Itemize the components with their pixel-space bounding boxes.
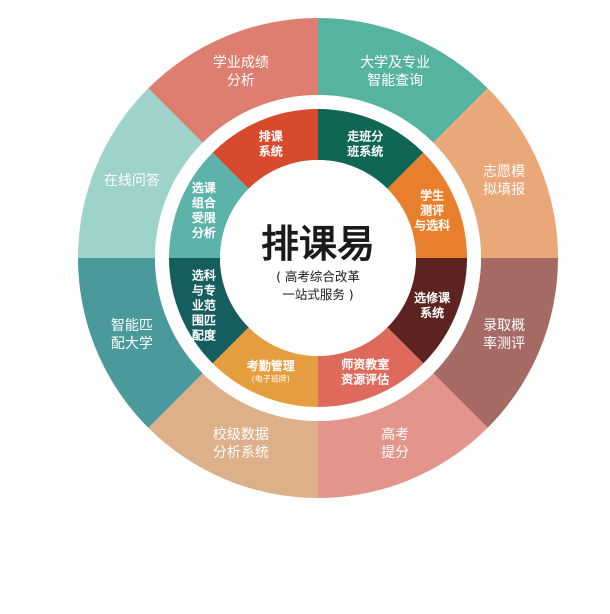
inner-segment-3 <box>387 258 467 364</box>
center-title: 排课易 <box>261 222 375 266</box>
outer-segment-1 <box>318 18 488 143</box>
outer-label-5-line-2: 分析系统 <box>213 445 269 461</box>
inner-label-6-line-5: 配度 <box>192 327 217 342</box>
outer-label-1-line-1: 大学及专业 <box>360 55 430 71</box>
inner-label-2-line-1: 学生 <box>420 188 444 203</box>
outer-label-3-line-2: 率测评 <box>483 335 525 352</box>
outer-segment-8 <box>148 18 318 143</box>
inner-segment-7 <box>169 152 249 258</box>
center-subtitle-line-2: 一站式服务 ) <box>282 287 353 302</box>
center-subtitle-line-1: ( 高考综合改革 <box>276 269 360 284</box>
inner-label-8-line-2: 系统 <box>259 143 283 158</box>
inner-label-6-line-2: 与专 <box>192 282 216 297</box>
outer-label-5-line-1: 校级数据 <box>213 426 269 443</box>
inner-label-5-sub: (电子班牌) <box>252 373 290 383</box>
outer-label-4-line-2: 提分 <box>381 445 409 461</box>
outer-ring: 大学及专业智能查询志愿模拟填报录取概率测评高考提分校级数据分析系统智能匹配大学在… <box>78 18 558 498</box>
inner-segment-1 <box>318 109 424 189</box>
outer-label-1-line-2: 智能查询 <box>367 73 423 89</box>
outer-segment-6 <box>78 258 203 428</box>
inner-label-8-line-1: 排课 <box>259 128 284 143</box>
inner-segment-8 <box>212 109 318 189</box>
outer-label-8-line-2: 分析 <box>227 73 255 89</box>
center-disc <box>220 160 416 356</box>
inner-label-7-line-1: 选课 <box>192 180 217 195</box>
inner-label-6-line-4: 围匹 <box>192 312 216 327</box>
outer-segment-4 <box>318 373 488 498</box>
inner-label-7-line-3: 受限 <box>192 210 216 225</box>
inner-segment-6 <box>169 258 249 364</box>
inner-label-3-line-2: 系统 <box>420 305 444 320</box>
outer-label-6-line-2: 配大学 <box>111 336 153 352</box>
inner-label-7-line-4: 分析 <box>192 225 216 240</box>
outer-segment-7 <box>78 88 203 258</box>
inner-label-4-line-2: 资源评估 <box>341 372 389 387</box>
inner-label-6-line-1: 选科 <box>192 267 216 282</box>
outer-label-2-line-1: 志愿模 <box>483 164 525 180</box>
inner-label-5-line-1: 考勤管理 <box>247 358 295 373</box>
inner-label-6-line-3: 业范 <box>192 297 216 312</box>
outer-segment-2 <box>433 88 558 258</box>
outer-label-3-line-1: 录取概 <box>483 318 525 334</box>
inner-label-7-line-2: 组合 <box>192 195 217 210</box>
inner-label-4-line-1: 师资教室 <box>341 357 389 372</box>
outer-label-2-line-2: 拟填报 <box>483 182 525 198</box>
inner-label-3-line-1: 选修课 <box>414 290 451 305</box>
outer-segment-5 <box>148 373 318 498</box>
outer-label-4-line-1: 高考 <box>381 426 409 443</box>
outer-label-6-line-1: 智能匹 <box>111 318 153 334</box>
inner-segment-5 <box>212 327 318 407</box>
inner-ring: 走班分班系统学生测评与选科选修课系统师资教室资源评估考勤管理(电子班牌)选科与专… <box>169 109 467 407</box>
outer-segment-3 <box>433 258 558 428</box>
inner-label-1-line-1: 走班分 <box>347 128 383 143</box>
outer-label-8-line-1: 学业成绩 <box>213 55 269 71</box>
outer-label-7-line-1: 在线问答 <box>104 172 160 189</box>
inner-label-2-line-2: 测评 <box>420 203 444 218</box>
inner-label-1-line-2: 班系统 <box>347 143 383 158</box>
inner-segment-4 <box>318 327 424 407</box>
inner-segment-2 <box>387 152 467 258</box>
inner-label-2-line-3: 与选科 <box>414 218 450 233</box>
